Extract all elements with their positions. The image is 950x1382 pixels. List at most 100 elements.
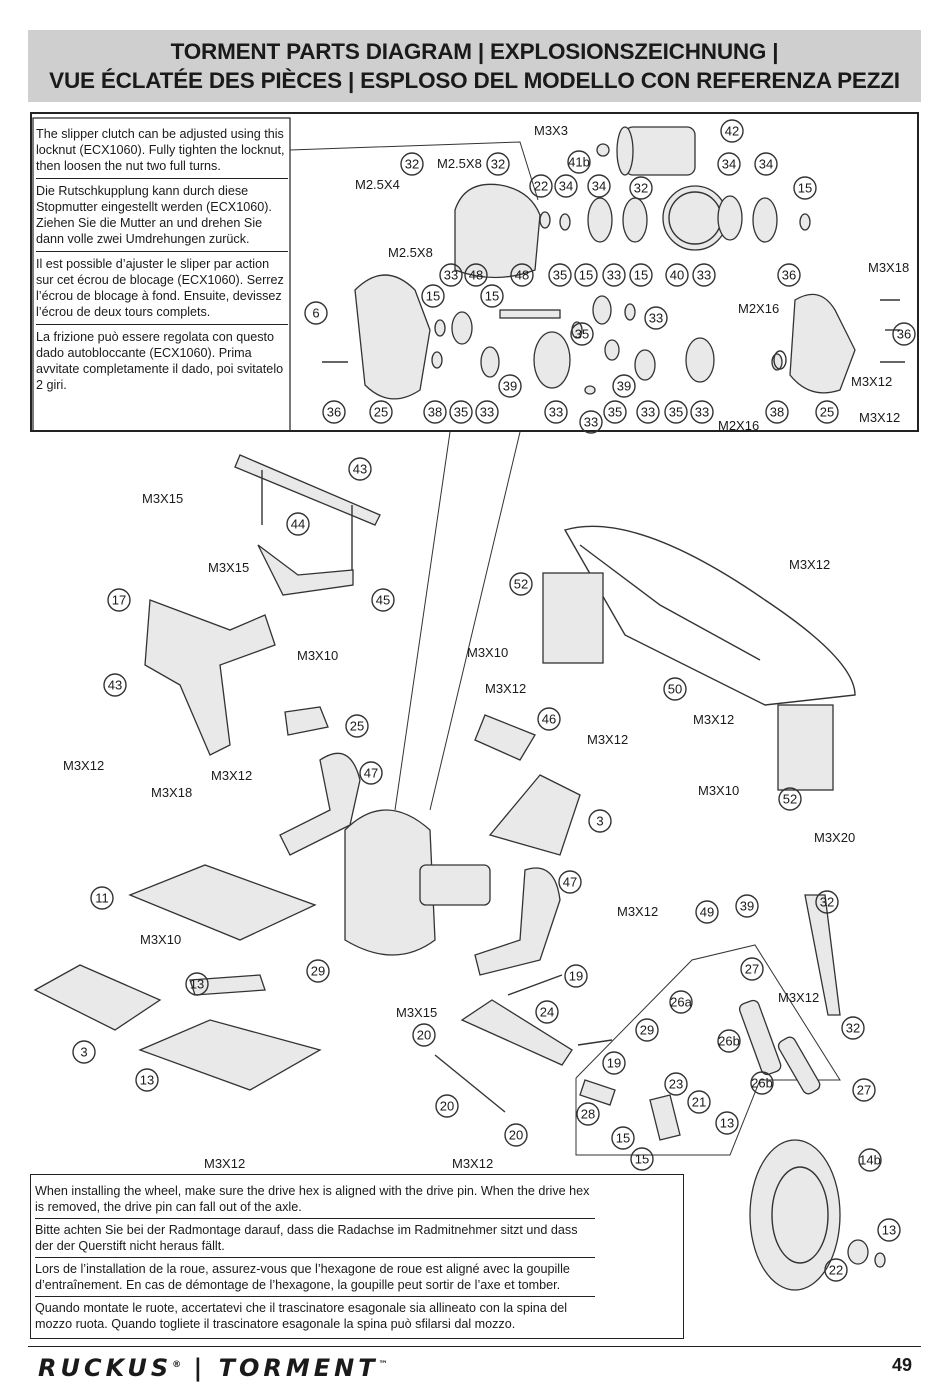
callout-label: 41b [568,155,590,170]
callout-label: 27 [745,962,759,977]
callout-label: 35 [669,405,683,420]
chassis-exploded-drawing [33,454,886,1291]
callout: 3 [588,809,612,833]
hw-label: M3X12 [778,990,819,1005]
callout: 39 [498,374,522,398]
callout-label: 28 [581,1107,595,1122]
hw-label: M3X12 [789,557,830,572]
callout-label: 3 [80,1045,87,1060]
hw-label: M3X12 [485,681,526,696]
hw-label: M3X12 [617,904,658,919]
callout-label: 19 [569,969,583,984]
callout-label: 48 [469,268,483,283]
callout-label: 33 [607,268,621,283]
callout: 33 [690,400,714,424]
callout-label: 47 [563,875,577,890]
callout-label: 43 [108,678,122,693]
callout: 52 [509,572,533,596]
callout-label: 26b [751,1076,773,1091]
wheel-note-box [30,1174,684,1339]
callout-label: 15 [635,1152,649,1167]
callout-label: 49 [700,905,714,920]
callout-label: 13 [720,1116,734,1131]
hw-label: M3X15 [396,1005,437,1020]
callout-label: 32 [405,157,419,172]
callout-label: 35 [553,268,567,283]
callout: 19 [564,964,588,988]
gearbox-detail-box [30,112,919,432]
hw-label: M2X16 [738,301,779,316]
hw-label: M3X12 [204,1156,245,1171]
callout-label: 35 [608,405,622,420]
gearbox-leader-right [429,431,521,811]
callout: 15 [611,1126,635,1150]
brand-registered-mark: ® [172,1360,182,1370]
hw-label: M3X18 [151,785,192,800]
callout: 38 [765,400,789,424]
callout: 15 [421,284,445,308]
callout: 35 [664,400,688,424]
callout-label: 15 [616,1131,630,1146]
callout: 39 [612,374,636,398]
callout: 48 [464,263,488,287]
callout-label: 40 [670,268,684,283]
hw-label: M3X15 [208,560,249,575]
callout: 11 [90,886,114,910]
hw-label: M3X12 [587,732,628,747]
hw-label: M3X10 [698,783,739,798]
slipper-note-it: La frizione può essere regolata con ques… [36,330,284,392]
callout-label: 33 [697,268,711,283]
callout: 34 [587,174,611,198]
callout: 32 [629,176,653,200]
callout: 32 [486,152,510,176]
callout-label: 43 [353,462,367,477]
callout-label: 52 [514,577,528,592]
callout: 35 [570,322,594,346]
callout-label: 36 [897,327,911,342]
callout: 43 [103,673,127,697]
slipper-clutch-notes: The slipper clutch can be adjusted using… [36,126,288,401]
callout-label: 29 [311,964,325,979]
callout: 34 [717,152,741,176]
callout-label: 48 [515,268,529,283]
callout-label: 34 [759,157,773,172]
callout: 25 [369,400,393,424]
callout-label: 21 [692,1095,706,1110]
callout: 20 [504,1123,528,1147]
wheel-note-fr: Lors de l’installation de la roue, assur… [35,1261,595,1297]
callout-label: 14b [859,1153,881,1168]
callout: 40 [665,263,689,287]
header-title-line-2: VUE ÉCLATÉE DES PIÈCES | ESPLOSO DEL MOD… [49,68,900,93]
callout-label: 38 [770,405,784,420]
callout: 28 [576,1102,600,1126]
callout: 26a [669,990,693,1014]
hw-label: M2.5X8 [388,245,433,260]
callout-label: 39 [503,379,517,394]
gearbox-hardware-labels: M3X3 M2.5X8 M2.5X4 M2.5X8 M3X18 M2X16 M3… [355,123,909,433]
hw-label: M3X12 [851,374,892,389]
callout-label: 36 [327,405,341,420]
callout-label: 52 [783,792,797,807]
callout: 15 [793,176,817,200]
callout-label: 33 [695,405,709,420]
callout: 52 [778,787,802,811]
chassis-hardware-labels: M3X15 M3X15 M3X10 M3X12 M3X12 M3X18 M3X1… [63,491,855,1171]
callout: 33 [636,400,660,424]
slipper-note-fr: Il est possible d’ajuster le sliper par … [36,256,288,325]
callout: 23 [664,1072,688,1096]
callout: 32 [400,152,424,176]
callout: 38 [423,400,447,424]
brand-trademark-mark: ™ [378,1360,388,1370]
callout-label: 47 [364,766,378,781]
callout-label: 50 [668,682,682,697]
callout: 41b [567,150,591,174]
callout: 33 [439,263,463,287]
callout: 43 [348,457,372,481]
callout: 36 [322,400,346,424]
callout: 33 [644,306,668,330]
callout-label: 15 [634,268,648,283]
callout-label: 39 [740,899,754,914]
callout: 36 [892,322,916,346]
callout: 47 [558,870,582,894]
